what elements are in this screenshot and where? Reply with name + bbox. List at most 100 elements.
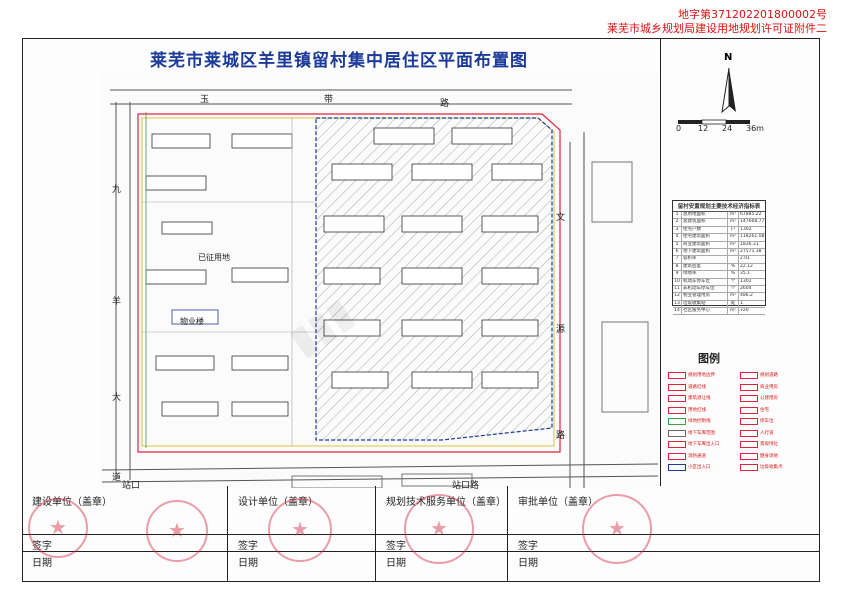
tech-table-cell: 3 (673, 226, 682, 234)
legend: 规划用地边界道路红线建筑退让线用地红线绿地控制线地下车库范围地下车库出入口消防通… (668, 372, 814, 480)
road-north-char-3: 路 (440, 99, 450, 109)
north-arrow-icon (721, 67, 736, 114)
permit-line-1: 地字第371202201800002号 (678, 8, 827, 21)
tech-table-cell: 486.2 (740, 293, 753, 299)
tech-table-cell: m² (728, 241, 739, 248)
tech-table-cell: 处 (728, 300, 739, 308)
property-building-label: 物业楼 (180, 317, 204, 326)
legend-label: 地下车库范围 (688, 430, 715, 436)
tech-table-cell: 147668.77 (740, 219, 765, 225)
tech-table-cell (728, 256, 739, 263)
road-west-char-2: 羊 (112, 297, 122, 307)
tech-table-cell: m² (728, 293, 739, 300)
scale-tick-3: 36m (746, 124, 764, 133)
road-west-char-3: 大 (112, 393, 122, 403)
legend-swatch (740, 452, 758, 460)
date-row: 日期 (22, 551, 227, 569)
road-west-char-4: 道 (112, 473, 122, 483)
tech-table-cell: 12 (673, 293, 682, 300)
existing-land-label: 已征用地 (198, 253, 230, 262)
date-label: 日期 (386, 558, 406, 569)
north-letter: N (724, 52, 733, 63)
sign-label: 签字 (238, 541, 258, 552)
tech-table-cell: 商业建筑面积 (682, 241, 728, 248)
tech-table-cell: 1302 (740, 226, 752, 232)
tech-table-cell: 物业管理用房 (682, 293, 728, 300)
permit-number: 地字第371202201800002号 莱芜市城乡规划局建设用地规划许可证附件二 (607, 8, 827, 36)
buildings-west (145, 133, 293, 417)
tech-table-cell: 1 (673, 212, 682, 219)
design-unit-label: 设计单位（盖章） (238, 497, 318, 508)
tech-table-cell: 14 (673, 308, 682, 315)
tech-table-cell: 2.01 (740, 256, 751, 262)
tech-table-cell: % (728, 271, 739, 278)
site-boundary (137, 113, 561, 453)
tech-table-cell: 67885.22 (740, 212, 762, 217)
tech-table-cell: m² (728, 219, 739, 226)
legend-title: 图例 (698, 352, 720, 365)
south-road-edge (102, 463, 658, 471)
legend-swatch (668, 395, 686, 402)
legend-label: 消防通道 (688, 453, 706, 459)
legend-label: 道路红线 (688, 384, 706, 390)
tech-table-cell: m² (728, 248, 739, 256)
info-panel (660, 38, 820, 486)
tech-table-cell: 2604 (740, 285, 752, 291)
legend-swatch (740, 383, 758, 391)
tech-table-cell: 22.12 (740, 263, 753, 269)
tech-table-cell: 户 (728, 226, 739, 234)
tech-table-cell: 绿地率 (682, 271, 728, 278)
road-south-label: 站口路 (452, 481, 480, 491)
legend-label: 垃圾收集点 (760, 465, 783, 470)
road-east-char-2: 源 (556, 325, 566, 335)
tech-table-cell: 4 (673, 234, 682, 241)
approval-col-authority: 审批单位（盖章） 签字 日期 (508, 486, 820, 582)
legend-swatch (740, 372, 758, 379)
legend-swatch (668, 372, 686, 379)
stamp-seal (404, 494, 474, 564)
tech-table-cell: 10 (673, 278, 682, 285)
tech-table-cell: 垃圾收集站 (682, 300, 728, 308)
tech-table-cell: 2 (673, 219, 682, 226)
legend-label: 小区出入口 (688, 465, 711, 470)
tech-table-cell: 6 (673, 248, 682, 256)
tech-table-cell: 5 (673, 241, 682, 248)
tech-table-cell: 个 (728, 285, 739, 293)
scale-tick-2: 24 (722, 124, 733, 133)
tech-table-cell: 13 (673, 300, 682, 308)
tech-table-cell: 720 (740, 308, 749, 314)
legend-label: 用地红线 (688, 407, 706, 413)
date-label: 日期 (518, 558, 538, 569)
tech-table-cell: m² (728, 308, 739, 315)
stamp-seal (28, 498, 88, 558)
sign-label: 签字 (386, 541, 406, 552)
legend-label: 停车位 (760, 419, 774, 424)
legend-swatch (668, 383, 686, 391)
legend-label: 建筑退让线 (688, 396, 711, 401)
stamp-seal (582, 494, 652, 564)
legend-swatch (740, 406, 758, 414)
legend-label: 健身场地 (760, 453, 778, 459)
legend-label: 地下车库出入口 (688, 442, 720, 447)
sign-row: 签字 (508, 534, 820, 552)
legend-swatch (668, 418, 686, 425)
sign-label: 签字 (518, 541, 538, 552)
road-west-char-1: 九 (112, 185, 122, 195)
date-label: 日期 (238, 558, 258, 569)
tech-table-cell: 住宅建筑面积 (682, 234, 728, 241)
stamp-seal (146, 500, 208, 562)
tech-table-cell: 7 (673, 256, 682, 263)
road-north-char-1: 玉 (200, 95, 210, 105)
permit-line-2: 莱芜市城乡规划局建设用地规划许可证附件二 (607, 22, 827, 35)
scale-tick-0: 0 (676, 124, 682, 133)
tech-table-cell: 118261.08 (740, 234, 765, 240)
tech-table-cell: 1 (740, 300, 743, 306)
tech-table-cell: 9 (673, 271, 682, 278)
date-label: 日期 (32, 558, 52, 569)
